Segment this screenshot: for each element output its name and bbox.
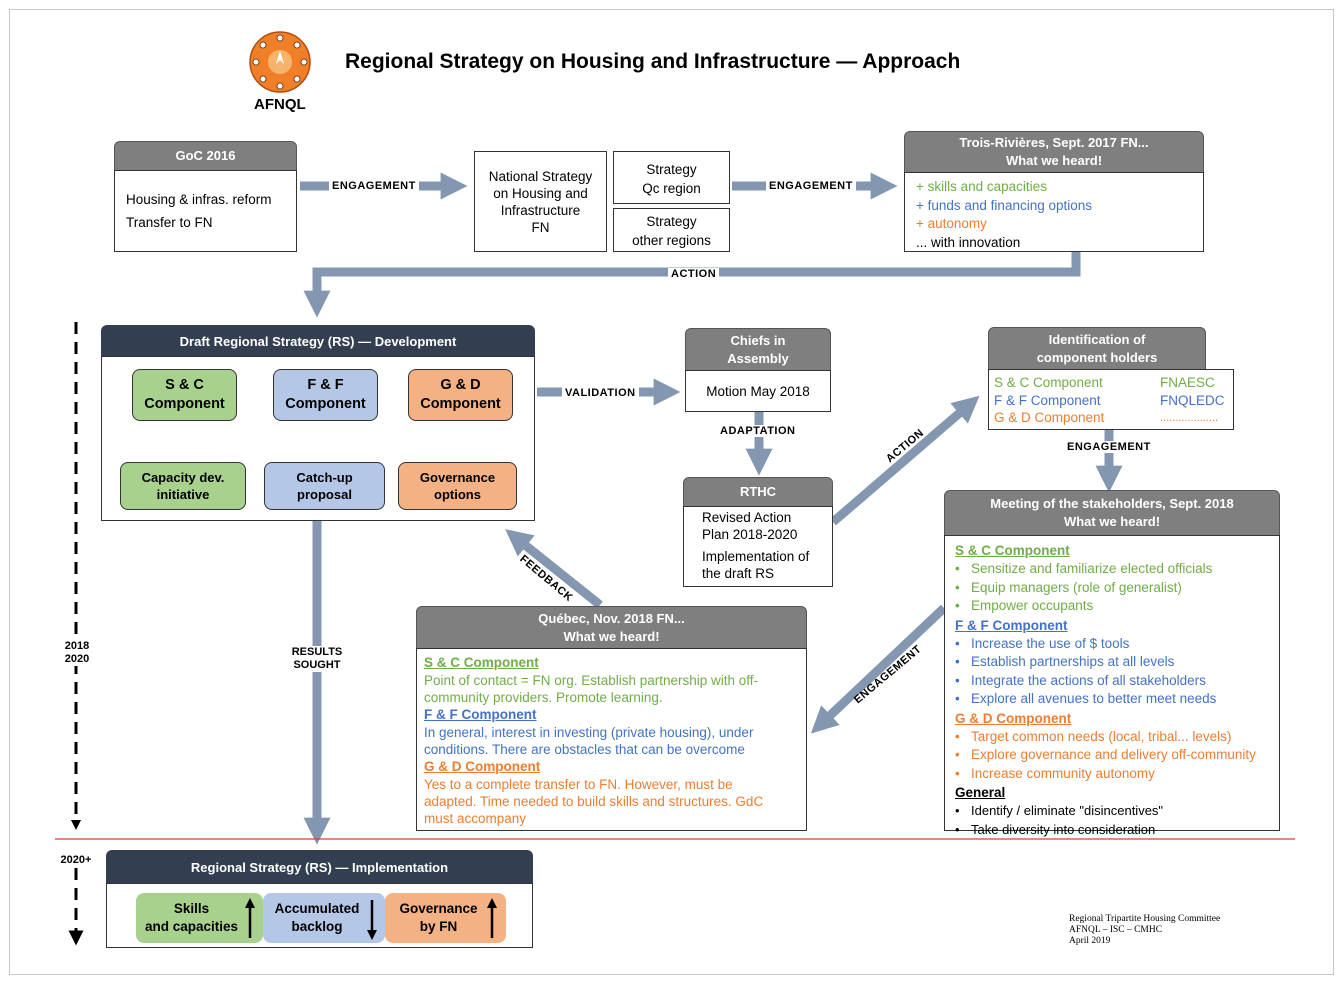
rthc-box: Revised Action Plan 2018-2020 Implementa…	[683, 506, 833, 587]
timeline-period-2: 2020+	[56, 854, 96, 867]
strategy-qc-box: Strategy Qc region	[613, 151, 730, 204]
goc-line: Housing & infras. reform	[126, 192, 272, 207]
quebec-gd-text: adapted. Time needed to build skills and…	[424, 794, 764, 809]
capacity-dev-output: Capacity dev.initiative	[120, 462, 246, 510]
meeting-ff-item: Explore all avenues to better meet needs	[955, 690, 1279, 709]
timeline-period-1: 2018 2020	[58, 640, 96, 666]
label-adaptation: ADAPTATION	[717, 425, 799, 437]
label-engagement-1: ENGAGEMENT	[329, 180, 419, 192]
chiefs-box: Motion May 2018	[685, 370, 831, 412]
impl-header: Regional Strategy (RS) — Implementation	[106, 850, 533, 884]
ident-row-label: F & F Component	[994, 393, 1101, 408]
quebec-sc-text: community providers. Promote learning.	[424, 690, 663, 705]
quebec-header: Québec, Nov. 2018 FN...What we heard!	[416, 606, 807, 649]
quebec-sc-text: Point of contact = FN org. Establish par…	[424, 673, 759, 688]
national-line: National Strategy	[488, 169, 593, 184]
meeting-ff-item: Increase the use of $ tools	[955, 635, 1279, 654]
meeting-gd-title: G & D Component	[955, 710, 1072, 726]
label-results-sought: RESULTS SOUGHT	[285, 646, 349, 672]
logo	[249, 31, 311, 93]
label-engagement-2: ENGAGEMENT	[766, 180, 856, 192]
meeting-general-title: General	[955, 785, 1006, 800]
rthc-line: Implementation of	[702, 549, 810, 564]
quebec-gd-text: Yes to a complete transfer to FN. Howeve…	[424, 777, 733, 792]
chiefs-body: Motion May 2018	[706, 384, 810, 399]
trois-item: + funds and financing options	[916, 197, 1093, 213]
meeting-sc-item: Empower occupants	[955, 597, 1279, 616]
quebec-sc-title: S & C Component	[424, 655, 539, 670]
label-validation: VALIDATION	[562, 387, 639, 399]
meeting-general-item: Take diversity into consideration	[955, 821, 1279, 840]
quebec-gd-text: must accompany	[424, 811, 527, 826]
ident-row-holder: ...................	[1160, 412, 1219, 424]
arrow-feedback	[505, 529, 603, 609]
meeting-sc-item: Sensitize and familiarize elected offici…	[955, 560, 1279, 579]
goc-box: Housing & infras. reform Transfer to FN	[114, 170, 297, 252]
meeting-ff-item: Establish partnerships at all levels	[955, 653, 1279, 672]
label-engagement-3: ENGAGEMENT	[1064, 441, 1154, 453]
afnql-seal-icon	[249, 31, 311, 93]
ident-row-holder: FNAESC	[1160, 375, 1215, 390]
goc-header: GoC 2016	[114, 141, 297, 171]
label-action-1: ACTION	[668, 268, 720, 280]
page-title: Regional Strategy on Housing and Infrast…	[345, 50, 961, 73]
goc-line: Transfer to FN	[126, 215, 213, 230]
quebec-ff-title: F & F Component	[424, 707, 537, 722]
rthc-line: the draft RS	[702, 566, 775, 581]
logo-text: AFNQL	[254, 96, 306, 113]
national-line: on Housing and	[493, 186, 588, 201]
ident-row-label: S & C Component	[994, 375, 1103, 390]
arrow-engagement-quebec	[810, 604, 948, 734]
meeting-sc-title: S & C Component	[955, 543, 1070, 558]
quebec-ff-text: conditions. There are obstacles that can…	[424, 742, 745, 757]
strategy-qc-line: Strategy	[646, 162, 697, 177]
meeting-gd-item: Increase community autonomy	[955, 765, 1279, 784]
trois-item: + skills and capacities	[916, 179, 1047, 194]
quebec-ff-text: In general, interest in investing (priva…	[424, 725, 754, 740]
arrow-action-ident	[830, 395, 980, 526]
strategy-qc-line: Qc region	[642, 180, 701, 196]
meeting-ff-item: Integrate the actions of all stakeholder…	[955, 672, 1279, 691]
strategy-other-box: Strategy other regions	[613, 208, 730, 252]
meeting-gd-item: Target common needs (local, tribal... le…	[955, 728, 1279, 747]
national-strategy-box: National Strategy on Housing and Infrast…	[474, 151, 607, 252]
draft-header: Draft Regional Strategy (RS) — Developme…	[101, 325, 535, 357]
rthc-header: RTHC	[683, 477, 833, 507]
rthc-line: Plan 2018-2020	[702, 527, 798, 542]
timeline-arrowhead-1	[71, 820, 81, 830]
national-line: Infrastructure	[500, 203, 581, 218]
meeting-sc-item: Equip managers (role of generalist)	[955, 579, 1279, 598]
page-frame	[9, 9, 1334, 975]
trois-item: ... with innovation	[916, 234, 1021, 250]
national-line: FN	[531, 220, 550, 235]
quebec-gd-title: G & D Component	[424, 759, 541, 774]
quebec-box: S & C Component Point of contact = FN or…	[416, 648, 807, 831]
trois-box: + skills and capacities + funds and fina…	[904, 172, 1204, 252]
meeting-general-item: Identify / eliminate "disincentives"	[955, 802, 1279, 821]
trois-header: Trois-Rivières, Sept. 2017 FN... What we…	[904, 131, 1204, 173]
ident-box	[988, 369, 1234, 430]
trois-item: + autonomy	[916, 216, 987, 231]
meeting-gd-item: Explore governance and delivery off-comm…	[955, 746, 1279, 765]
meeting-box: S & C Component Sensitize and familiariz…	[944, 535, 1280, 837]
credit-block: Regional Tripartite Housing Committee AF…	[1069, 914, 1221, 946]
ident-row-holder: FNQLEDC	[1160, 393, 1225, 408]
strategy-other-line: Strategy	[646, 214, 697, 229]
strategy-other-line: other regions	[632, 232, 711, 248]
ident-row-label: G & D Component	[994, 410, 1105, 425]
rthc-line: Revised Action	[702, 510, 792, 525]
meeting-ff-title: F & F Component	[955, 617, 1068, 633]
